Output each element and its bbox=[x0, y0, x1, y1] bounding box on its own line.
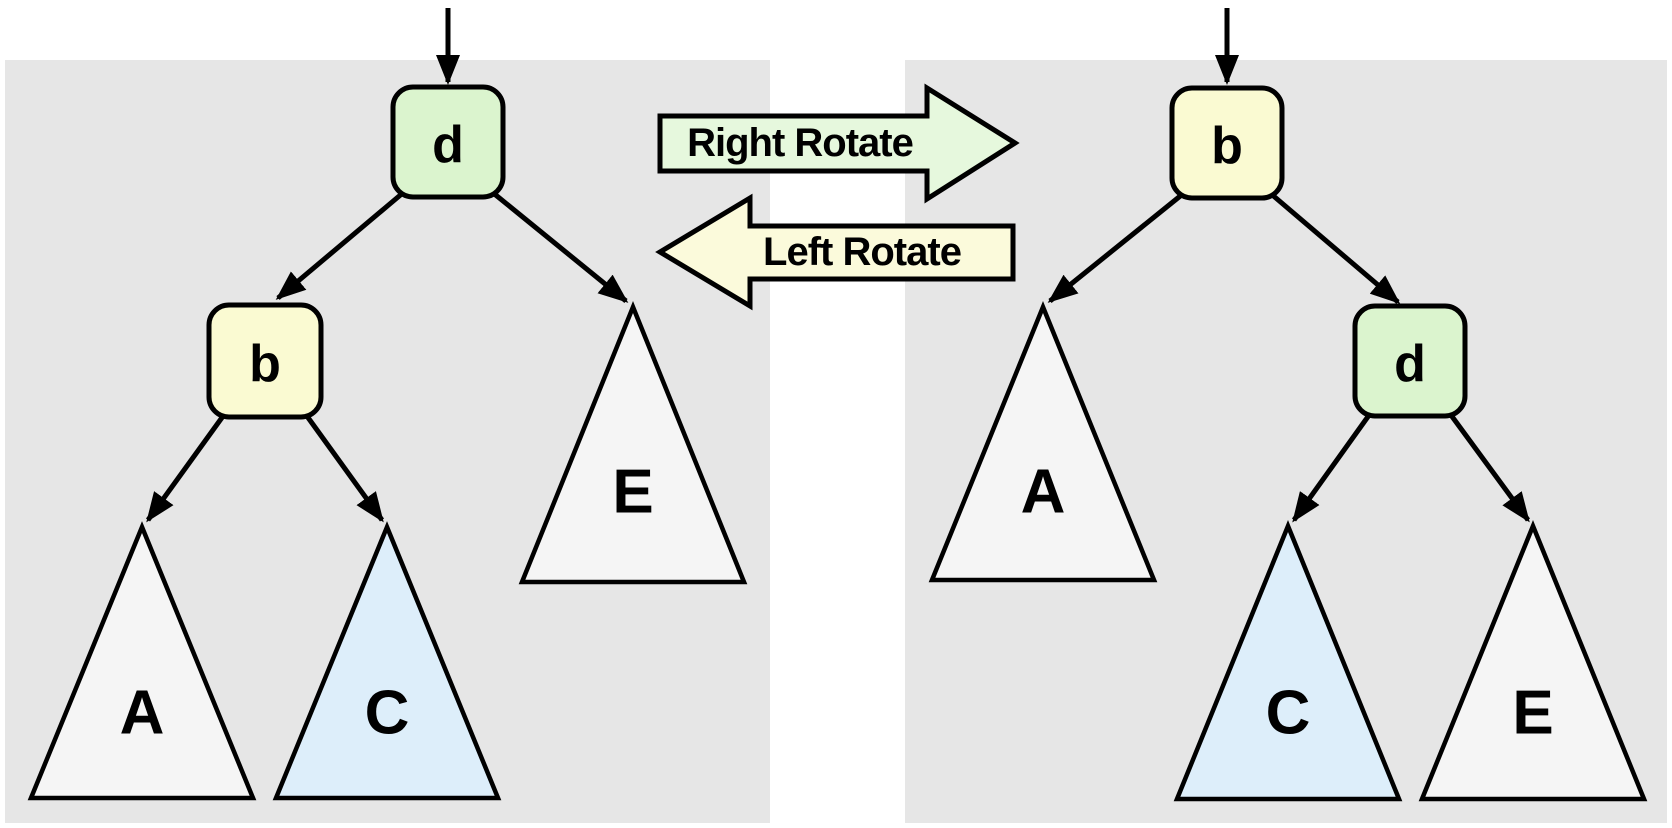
subtree-e-triangle bbox=[518, 300, 748, 585]
subtree-c-label: C bbox=[365, 679, 410, 748]
left-rotate-label: Left Rotate bbox=[763, 230, 961, 274]
subtree-c-after: C bbox=[1173, 520, 1403, 802]
edge-b-to-subtree-a bbox=[145, 410, 229, 523]
node-b-after: b bbox=[1169, 85, 1285, 201]
right-rotate-button[interactable]: Right Rotate bbox=[657, 83, 1020, 204]
subtree-e-before: E bbox=[518, 300, 748, 585]
edge-d-to-subtree-e bbox=[490, 190, 629, 303]
left-rotate-arrow-shape[interactable] bbox=[655, 193, 1016, 311]
node-d-label: d bbox=[432, 116, 464, 174]
node-b-label-after: b bbox=[1211, 117, 1243, 175]
edge-d-to-subtree-c-after bbox=[1291, 409, 1375, 523]
subtree-a-after: A bbox=[928, 301, 1158, 583]
left-rotate-button[interactable]: Left Rotate bbox=[655, 193, 1016, 311]
node-b-before: b bbox=[206, 302, 324, 420]
edge-d-to-b bbox=[275, 190, 406, 300]
right-rotate-label: Right Rotate bbox=[687, 121, 913, 165]
subtree-e-label-after: E bbox=[1512, 679, 1553, 748]
node-b-box bbox=[206, 302, 324, 420]
subtree-a-label-after: A bbox=[1021, 458, 1066, 527]
subtree-e-after: E bbox=[1418, 520, 1648, 802]
before-tree: A C E d b bbox=[27, 8, 748, 801]
subtree-c-triangle bbox=[272, 521, 502, 801]
subtree-c-before: C bbox=[272, 521, 502, 801]
node-d-label-after: d bbox=[1394, 335, 1426, 393]
subtree-c-label-after: C bbox=[1266, 679, 1311, 748]
node-b-box-after bbox=[1169, 85, 1285, 201]
subtree-a-triangle bbox=[27, 521, 257, 801]
node-b-label: b bbox=[249, 335, 281, 393]
node-d-box bbox=[390, 84, 506, 200]
edge-b-to-subtree-c bbox=[301, 410, 385, 523]
right-rotate-arrow-shape[interactable] bbox=[657, 83, 1020, 204]
subtree-e-label: E bbox=[612, 458, 653, 527]
edge-b-to-subtree-a-after bbox=[1047, 191, 1186, 303]
subtree-a-label: A bbox=[120, 679, 165, 748]
edge-b-to-d-after bbox=[1268, 191, 1401, 304]
subtree-c-triangle-after bbox=[1173, 520, 1403, 802]
node-d-after: d bbox=[1352, 303, 1468, 419]
node-d-box-after bbox=[1352, 303, 1468, 419]
edge-d-to-subtree-e-after bbox=[1445, 409, 1531, 523]
subtree-a-before: A bbox=[27, 521, 257, 801]
after-tree: A C E b d bbox=[928, 8, 1648, 802]
subtree-e-triangle-after bbox=[1418, 520, 1648, 802]
node-d-before: d bbox=[390, 84, 506, 200]
subtree-a-triangle-after bbox=[928, 301, 1158, 583]
